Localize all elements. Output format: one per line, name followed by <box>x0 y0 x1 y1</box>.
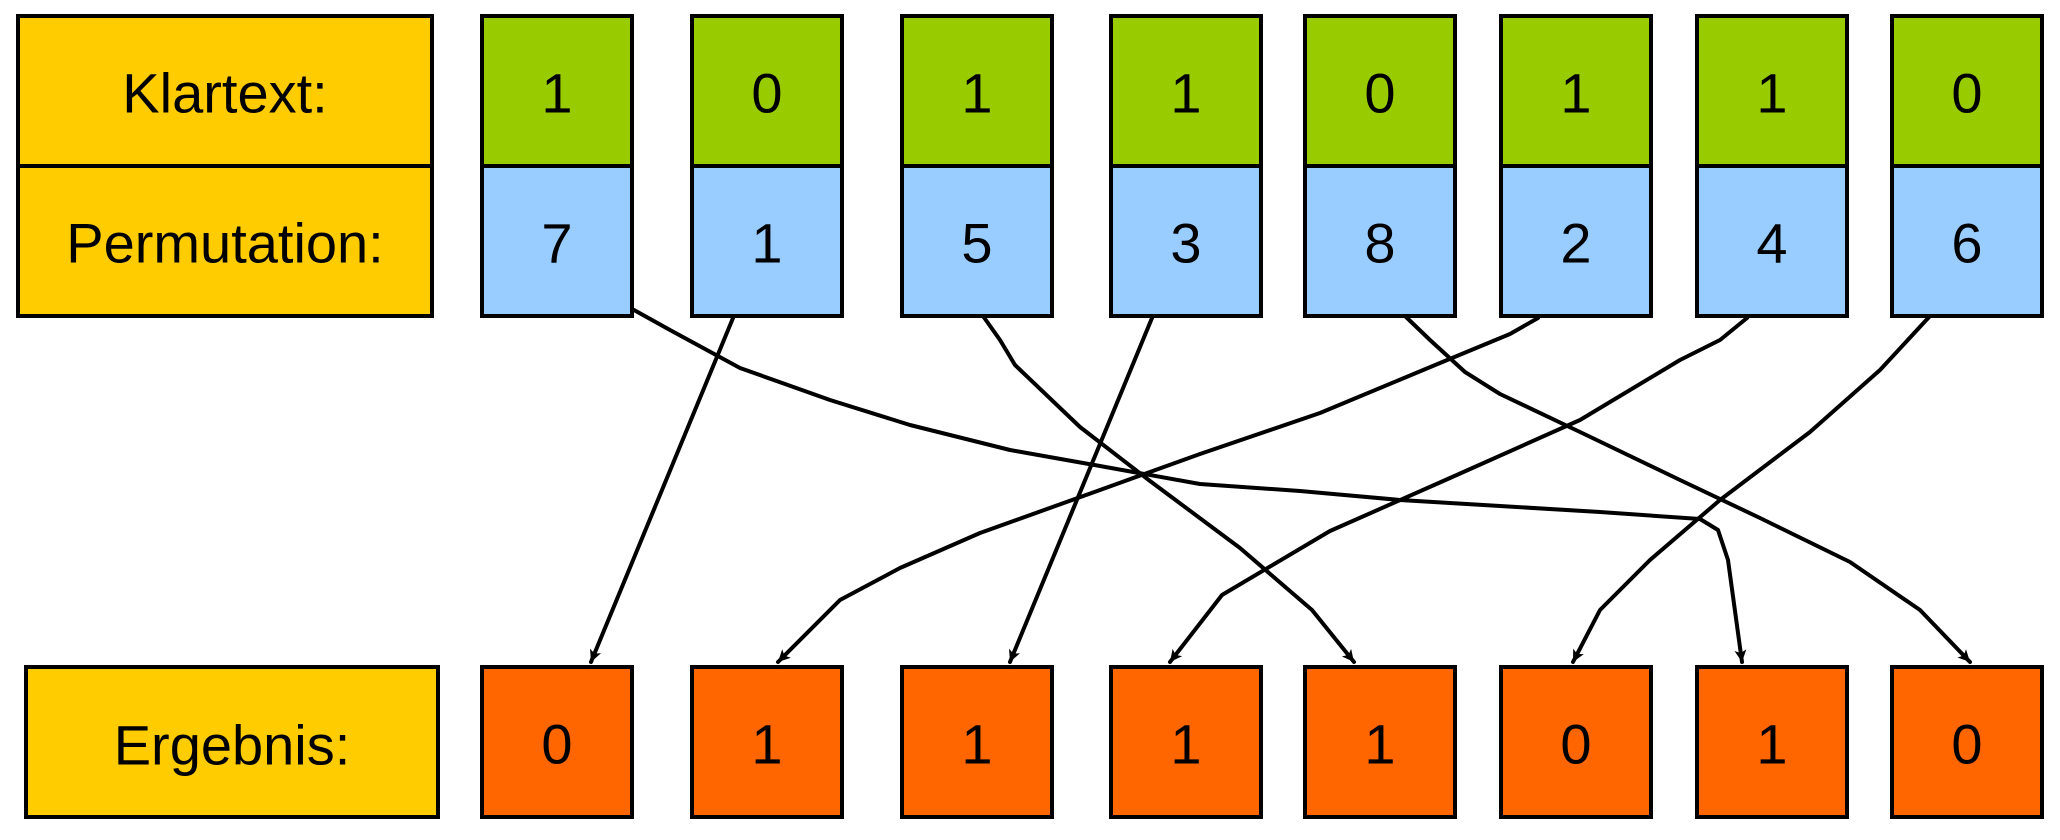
result-cell <box>480 665 634 819</box>
result-value: 1 <box>1170 713 1201 776</box>
result-cell <box>1499 665 1653 819</box>
permutation-cell <box>1499 164 1653 318</box>
permutation-label-box <box>16 164 434 318</box>
result-cell <box>690 665 844 819</box>
plaintext-row: 1 0 1 1 0 1 1 0 <box>480 14 2044 168</box>
connector-arrow <box>589 316 735 664</box>
connector-arrow <box>1168 316 1749 664</box>
result-label-box <box>24 665 440 819</box>
permutation-cell <box>1109 164 1263 318</box>
plaintext-value: 1 <box>961 62 992 125</box>
result-value: 0 <box>1951 713 1982 776</box>
permutation-cell <box>1303 164 1457 318</box>
result-cell <box>1303 665 1457 819</box>
permutation-value: 2 <box>1560 212 1591 275</box>
connector-arrow <box>632 308 1747 664</box>
permutation-connectors <box>589 308 1972 664</box>
permutation-value: 3 <box>1170 212 1201 275</box>
permutation-cell <box>900 164 1054 318</box>
plaintext-value: 1 <box>1756 62 1787 125</box>
plaintext-cell <box>690 14 844 168</box>
permutation-label: Permutation: <box>66 212 384 275</box>
result-value: 0 <box>1560 713 1591 776</box>
connector-arrow <box>1403 314 1972 664</box>
plaintext-cell <box>1890 14 2044 168</box>
result-label: Ergebnis: <box>114 714 351 777</box>
plaintext-cell <box>1109 14 1263 168</box>
result-value: 1 <box>751 713 782 776</box>
permutation-value: 6 <box>1951 212 1982 275</box>
result-value: 1 <box>1364 713 1395 776</box>
permutation-value: 7 <box>541 212 572 275</box>
result-cell <box>900 665 1054 819</box>
plaintext-cell <box>480 14 634 168</box>
result-value: 0 <box>541 713 572 776</box>
permutation-value: 1 <box>751 212 782 275</box>
plaintext-value: 1 <box>1560 62 1591 125</box>
connector-arrow <box>981 314 1356 664</box>
plaintext-value: 0 <box>1364 62 1395 125</box>
result-value: 1 <box>961 713 992 776</box>
connector-arrow <box>1008 316 1154 664</box>
result-value: 1 <box>1756 713 1787 776</box>
permutation-row: 7 1 5 3 8 2 4 6 <box>480 164 2044 318</box>
result-cell <box>1890 665 2044 819</box>
plaintext-label-box <box>16 14 434 168</box>
result-row: 0 1 1 1 1 0 1 0 <box>480 665 2044 819</box>
result-cell <box>1109 665 1263 819</box>
plaintext-value: 1 <box>1170 62 1201 125</box>
permutation-value: 5 <box>961 212 992 275</box>
permutation-cell <box>480 164 634 318</box>
connector-arrow <box>776 316 1540 664</box>
plaintext-value: 1 <box>541 62 572 125</box>
result-cell <box>1695 665 1849 819</box>
plaintext-value: 0 <box>751 62 782 125</box>
plaintext-cell <box>900 14 1054 168</box>
plaintext-value: 0 <box>1951 62 1982 125</box>
permutation-cell <box>690 164 844 318</box>
permutation-cell <box>1890 164 2044 318</box>
plaintext-label: Klartext: <box>122 62 327 125</box>
label-column: Klartext: Permutation: Ergebnis: <box>16 14 440 819</box>
permutation-value: 4 <box>1756 212 1787 275</box>
permutation-cell <box>1695 164 1849 318</box>
connector-arrow <box>1571 314 1932 664</box>
permutation-value: 8 <box>1364 212 1395 275</box>
